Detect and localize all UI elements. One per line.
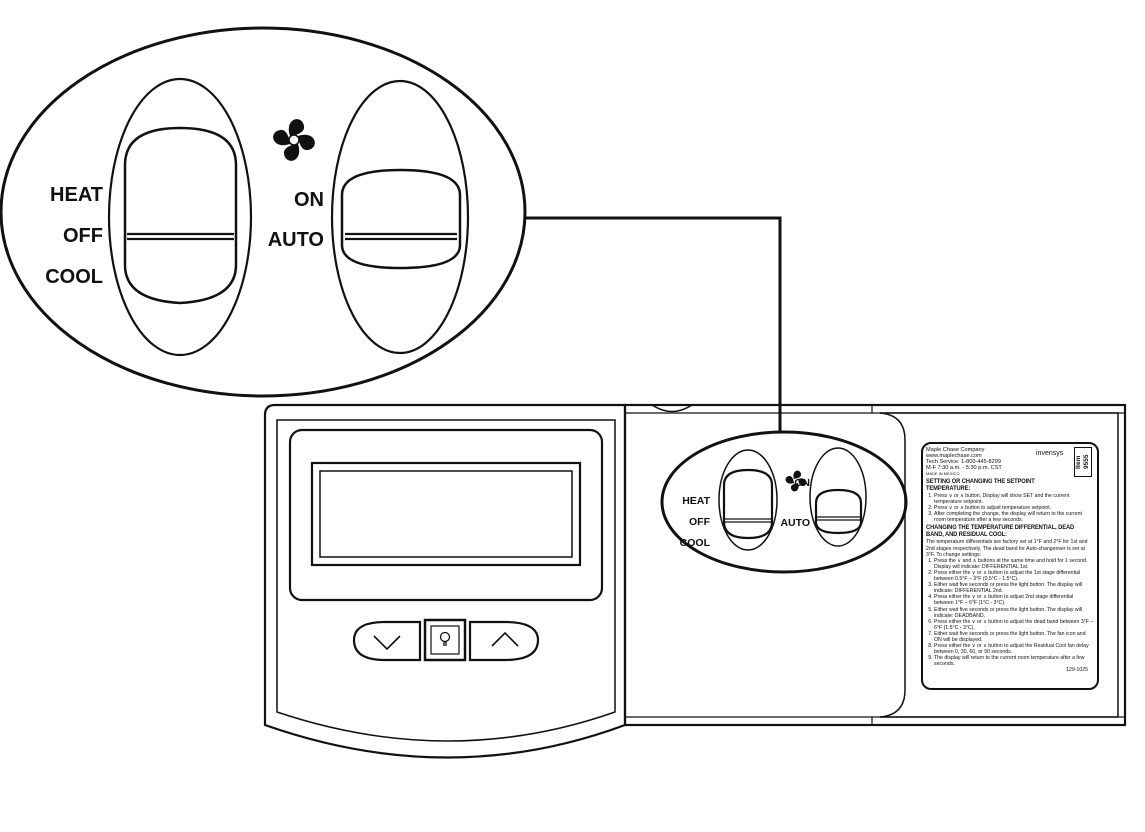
lcd-screen-outer [310, 461, 582, 567]
made-in: MADE IN MEXICO [926, 471, 960, 476]
company-info: Maple Chase Company www.maplechase.com T… [926, 447, 1026, 477]
door-panel[interactable] [880, 412, 1119, 718]
small-label-on: ON [794, 477, 810, 489]
small-label-off: OFF [689, 516, 711, 528]
label-heat: HEAT [50, 184, 103, 206]
fan-switch[interactable] [340, 168, 462, 270]
small-label-auto: AUTO [780, 517, 810, 529]
section2-steps: Press the ∨ and ∧ buttons at the same ti… [926, 558, 1094, 668]
service-hours: M-F 7:30 a.m. - 5:30 p.m. CST [926, 465, 1002, 471]
small-mode-switch-bezel [718, 449, 778, 551]
chevron-up-icon [491, 631, 519, 647]
callout-ellipse [0, 26, 527, 398]
fan-switch-bezel [330, 79, 470, 355]
label-cool: COOL [45, 266, 103, 288]
small-fan-switch[interactable] [814, 488, 863, 535]
mode-switch[interactable] [123, 126, 238, 305]
instruction-card: Maple Chase Company www.maplechase.com T… [926, 447, 1094, 685]
fan-icon [273, 119, 315, 161]
step: Either wait five seconds or press the li… [934, 607, 1094, 619]
small-label-heat: HEAT [682, 495, 710, 507]
label-on: ON [294, 189, 324, 211]
down-button[interactable] [352, 620, 422, 662]
company-website: www.maplechase.com [926, 453, 982, 459]
lightbulb-icon [439, 631, 451, 646]
section2-title: CHANGING THE TEMPERATURE DIFFERENTIAL, D… [926, 524, 1075, 539]
thermostat-left-bevel [276, 419, 616, 742]
small-fan-icon [785, 470, 807, 492]
step: Either wait five seconds or press the li… [934, 582, 1094, 594]
switch-panel-ellipse [660, 430, 908, 574]
light-button[interactable] [423, 618, 467, 662]
light-button-inner [430, 625, 460, 655]
thermostat-left-housing [263, 403, 627, 759]
callout-connector [525, 216, 782, 433]
step: Press either the ∨ or ∧ button to adjust… [934, 594, 1094, 606]
display-bezel [288, 428, 604, 602]
door-curve [879, 412, 906, 718]
section1-title: SETTING OR CHANGING THE SETPOINT TEMPERA… [926, 478, 1035, 492]
thermostat-right-housing [623, 403, 1127, 727]
small-label-cool: COOL [680, 537, 711, 549]
instruction-card-border [921, 442, 1099, 690]
hinge-notch [651, 404, 693, 413]
chevron-down-icon [373, 635, 401, 651]
step: Press either the ∨ or ∧ button to adjust… [934, 619, 1094, 631]
up-button[interactable] [468, 620, 540, 662]
step: Either wait five seconds or press the li… [934, 631, 1094, 643]
section1-steps: Press ∨ or ∧ button. Display will show S… [926, 493, 1094, 523]
step: After completing the change, the display… [934, 511, 1094, 523]
step: Press either the ∨ or ∧ button to adjust… [934, 570, 1094, 582]
tech-service-phone: Tech Service: 1-800-445-8299 [926, 459, 1001, 465]
small-fan-switch-bezel [809, 447, 867, 547]
brand-logo: invensys [1036, 450, 1064, 457]
section2-intro: The temperature differentials are factor… [926, 539, 1088, 558]
document-code: 129-1025 [1066, 667, 1088, 674]
step: Press the ∨ and ∧ buttons at the same ti… [934, 558, 1094, 570]
label-auto: AUTO [268, 229, 324, 251]
zoomed-callout: HEAT OFF COOL ON AUTO [0, 26, 527, 398]
step: The display will return to the current r… [934, 655, 1094, 667]
mode-switch-bezel [107, 77, 253, 357]
item-number: Item 9555 [1074, 447, 1092, 477]
step: Press either the ∨ or ∧ button to adjust… [934, 643, 1094, 655]
step: Press ∨ or ∧ button. Display will show S… [934, 493, 1094, 505]
label-off: OFF [63, 225, 103, 247]
step: Press ∨ or ∧ button to adjust temperatur… [934, 505, 1094, 511]
company-name: Maple Chase Company [926, 447, 985, 453]
small-mode-switch[interactable] [722, 468, 774, 540]
thermostat-body: HEAT OFF COOL ON AUTO [263, 403, 1127, 759]
lcd-screen [319, 470, 573, 558]
